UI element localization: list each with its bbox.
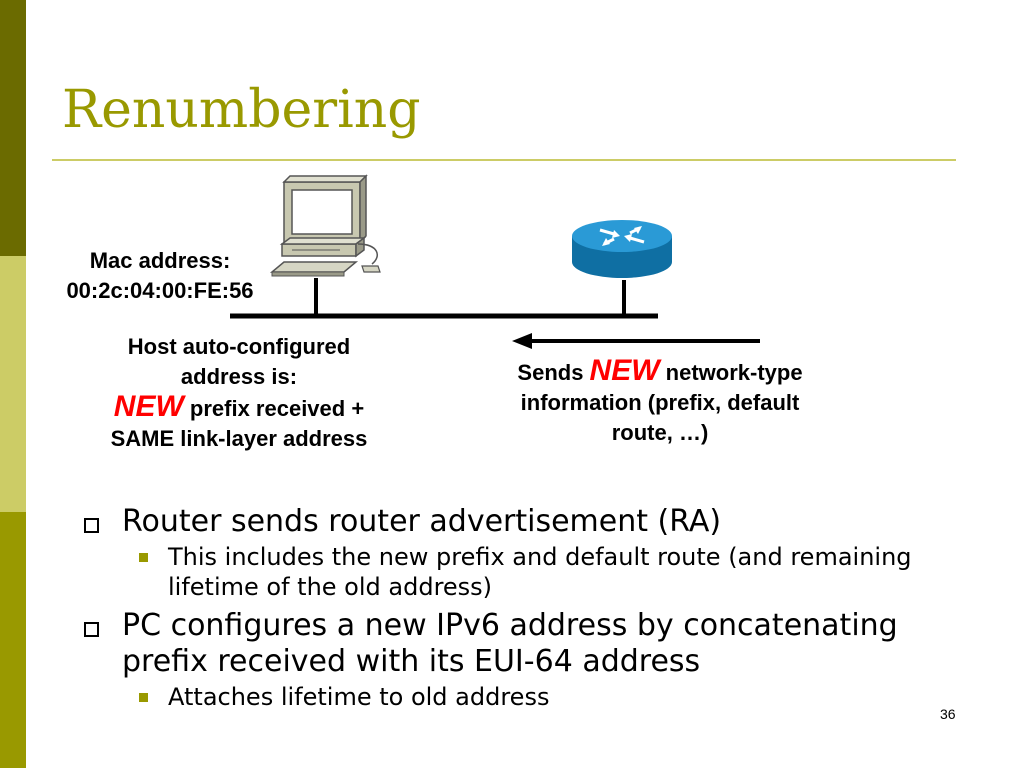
router-sends-label: Sends NEW network-type information (pref… (517, 354, 803, 446)
slide-title: Renumbering (62, 80, 421, 140)
sub-bullet-item: This includes the new prefix and default… (84, 542, 944, 602)
hollow-square-bullet-icon (84, 622, 99, 637)
new-highlight: NEW (113, 390, 184, 423)
mac-address-label: Mac address: 00:2c:04:00:FE:56 (40, 246, 280, 306)
bullet-item: Router sends router advertisement (RA) (84, 504, 944, 540)
side-band-mid (0, 512, 26, 768)
sub-bullet-item: Attaches lifetime to old address (84, 682, 944, 712)
page-number: 36 (940, 706, 956, 722)
mac-address-value: 00:2c:04:00:FE:56 (66, 278, 254, 303)
computer-icon (269, 174, 381, 277)
square-bullet-icon (139, 693, 148, 702)
router-icon (572, 220, 672, 278)
bullet-list: Router sends router advertisement (RA) T… (84, 500, 944, 718)
ra-arrow (512, 333, 760, 349)
title-divider (52, 159, 956, 161)
bullet-item: PC configures a new IPv6 address by conc… (84, 608, 944, 680)
new-highlight: NEW (589, 354, 660, 387)
side-band-light (0, 256, 26, 512)
square-bullet-icon (139, 553, 148, 562)
hollow-square-bullet-icon (84, 518, 99, 533)
host-address-label: Host auto-configured address is: NEW pre… (110, 334, 368, 451)
side-band-dark (0, 0, 26, 256)
